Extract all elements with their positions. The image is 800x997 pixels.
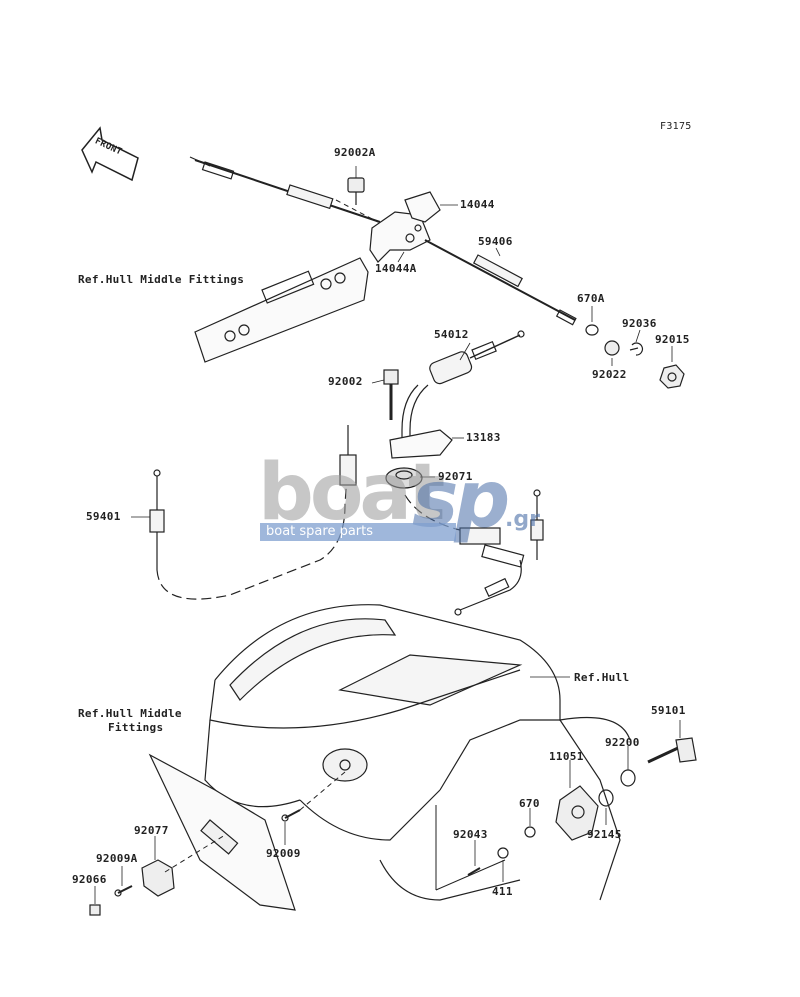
screw-92009A xyxy=(114,885,133,897)
part-label-13183[interactable]: 13183 xyxy=(466,431,501,444)
part-label-59101[interactable]: 59101 xyxy=(651,704,686,717)
hull-body xyxy=(204,604,631,901)
part-label-92036[interactable]: 92036 xyxy=(622,317,657,330)
bracket-14044A xyxy=(369,211,431,263)
plate-13183 xyxy=(389,429,453,459)
part-label-92015[interactable]: 92015 xyxy=(655,333,690,346)
part-label-92066[interactable]: 92066 xyxy=(72,873,107,886)
ring-92145 xyxy=(598,789,614,807)
figure-code: F3175 xyxy=(660,121,692,132)
watermark-tagline: boat spare parts xyxy=(260,523,456,541)
ref-hull-middle-bottom-line2: Fittings xyxy=(108,721,164,734)
nut-92015 xyxy=(659,364,685,389)
screw-92009 xyxy=(281,809,301,822)
cable-right xyxy=(404,489,544,616)
ref-hull-middle-fittings-top: Ref.Hull Middle Fittings xyxy=(78,273,245,286)
cable-59406 xyxy=(424,239,577,326)
knob-92077 xyxy=(141,859,175,897)
shaft-59101 xyxy=(647,737,697,764)
front-arrow-icon xyxy=(81,126,139,182)
part-label-92200[interactable]: 92200 xyxy=(605,736,640,749)
housing-11051 xyxy=(555,785,599,841)
ring-670 xyxy=(524,826,536,838)
cable-54012 xyxy=(401,330,525,445)
part-label-14044A[interactable]: 14044A xyxy=(375,262,417,275)
ref-hull: Ref.Hull xyxy=(574,671,630,684)
part-label-92145[interactable]: 92145 xyxy=(587,828,622,841)
ring-670A xyxy=(585,324,599,336)
watermark-tld: .gr xyxy=(505,507,540,532)
washer-411 xyxy=(497,847,509,859)
clip-14044 xyxy=(404,191,441,223)
part-label-14044[interactable]: 14044 xyxy=(460,198,495,211)
part-label-92002A[interactable]: 92002A xyxy=(334,146,376,159)
pin-92043 xyxy=(467,867,481,876)
part-label-92077[interactable]: 92077 xyxy=(134,824,169,837)
clip-92066 xyxy=(89,904,101,916)
part-label-92002[interactable]: 92002 xyxy=(328,375,363,388)
part-label-92043[interactable]: 92043 xyxy=(453,828,488,841)
bolt-92002 xyxy=(383,369,399,420)
ref-hull-middle-bottom-line1: Ref.Hull Middle xyxy=(78,707,182,720)
part-label-670A[interactable]: 670A xyxy=(577,292,605,305)
part-label-411[interactable]: 411 xyxy=(492,885,513,898)
part-label-92071[interactable]: 92071 xyxy=(438,470,473,483)
cap-92071 xyxy=(385,467,423,489)
part-label-59406[interactable]: 59406 xyxy=(478,235,513,248)
washer-92200 xyxy=(620,769,636,787)
part-label-11051[interactable]: 11051 xyxy=(549,750,584,763)
mounting-plate xyxy=(194,257,369,363)
washer-92036 xyxy=(629,342,644,356)
bolt-92002A xyxy=(347,177,365,205)
part-label-54012[interactable]: 54012 xyxy=(434,328,469,341)
washer-92022 xyxy=(604,340,620,356)
part-label-92022[interactable]: 92022 xyxy=(592,368,627,381)
part-label-92009[interactable]: 92009 xyxy=(266,847,301,860)
part-label-92009A[interactable]: 92009A xyxy=(96,852,138,865)
part-label-59401[interactable]: 59401 xyxy=(86,510,121,523)
steering-cable-upper xyxy=(189,156,381,223)
part-label-670[interactable]: 670 xyxy=(519,797,540,810)
